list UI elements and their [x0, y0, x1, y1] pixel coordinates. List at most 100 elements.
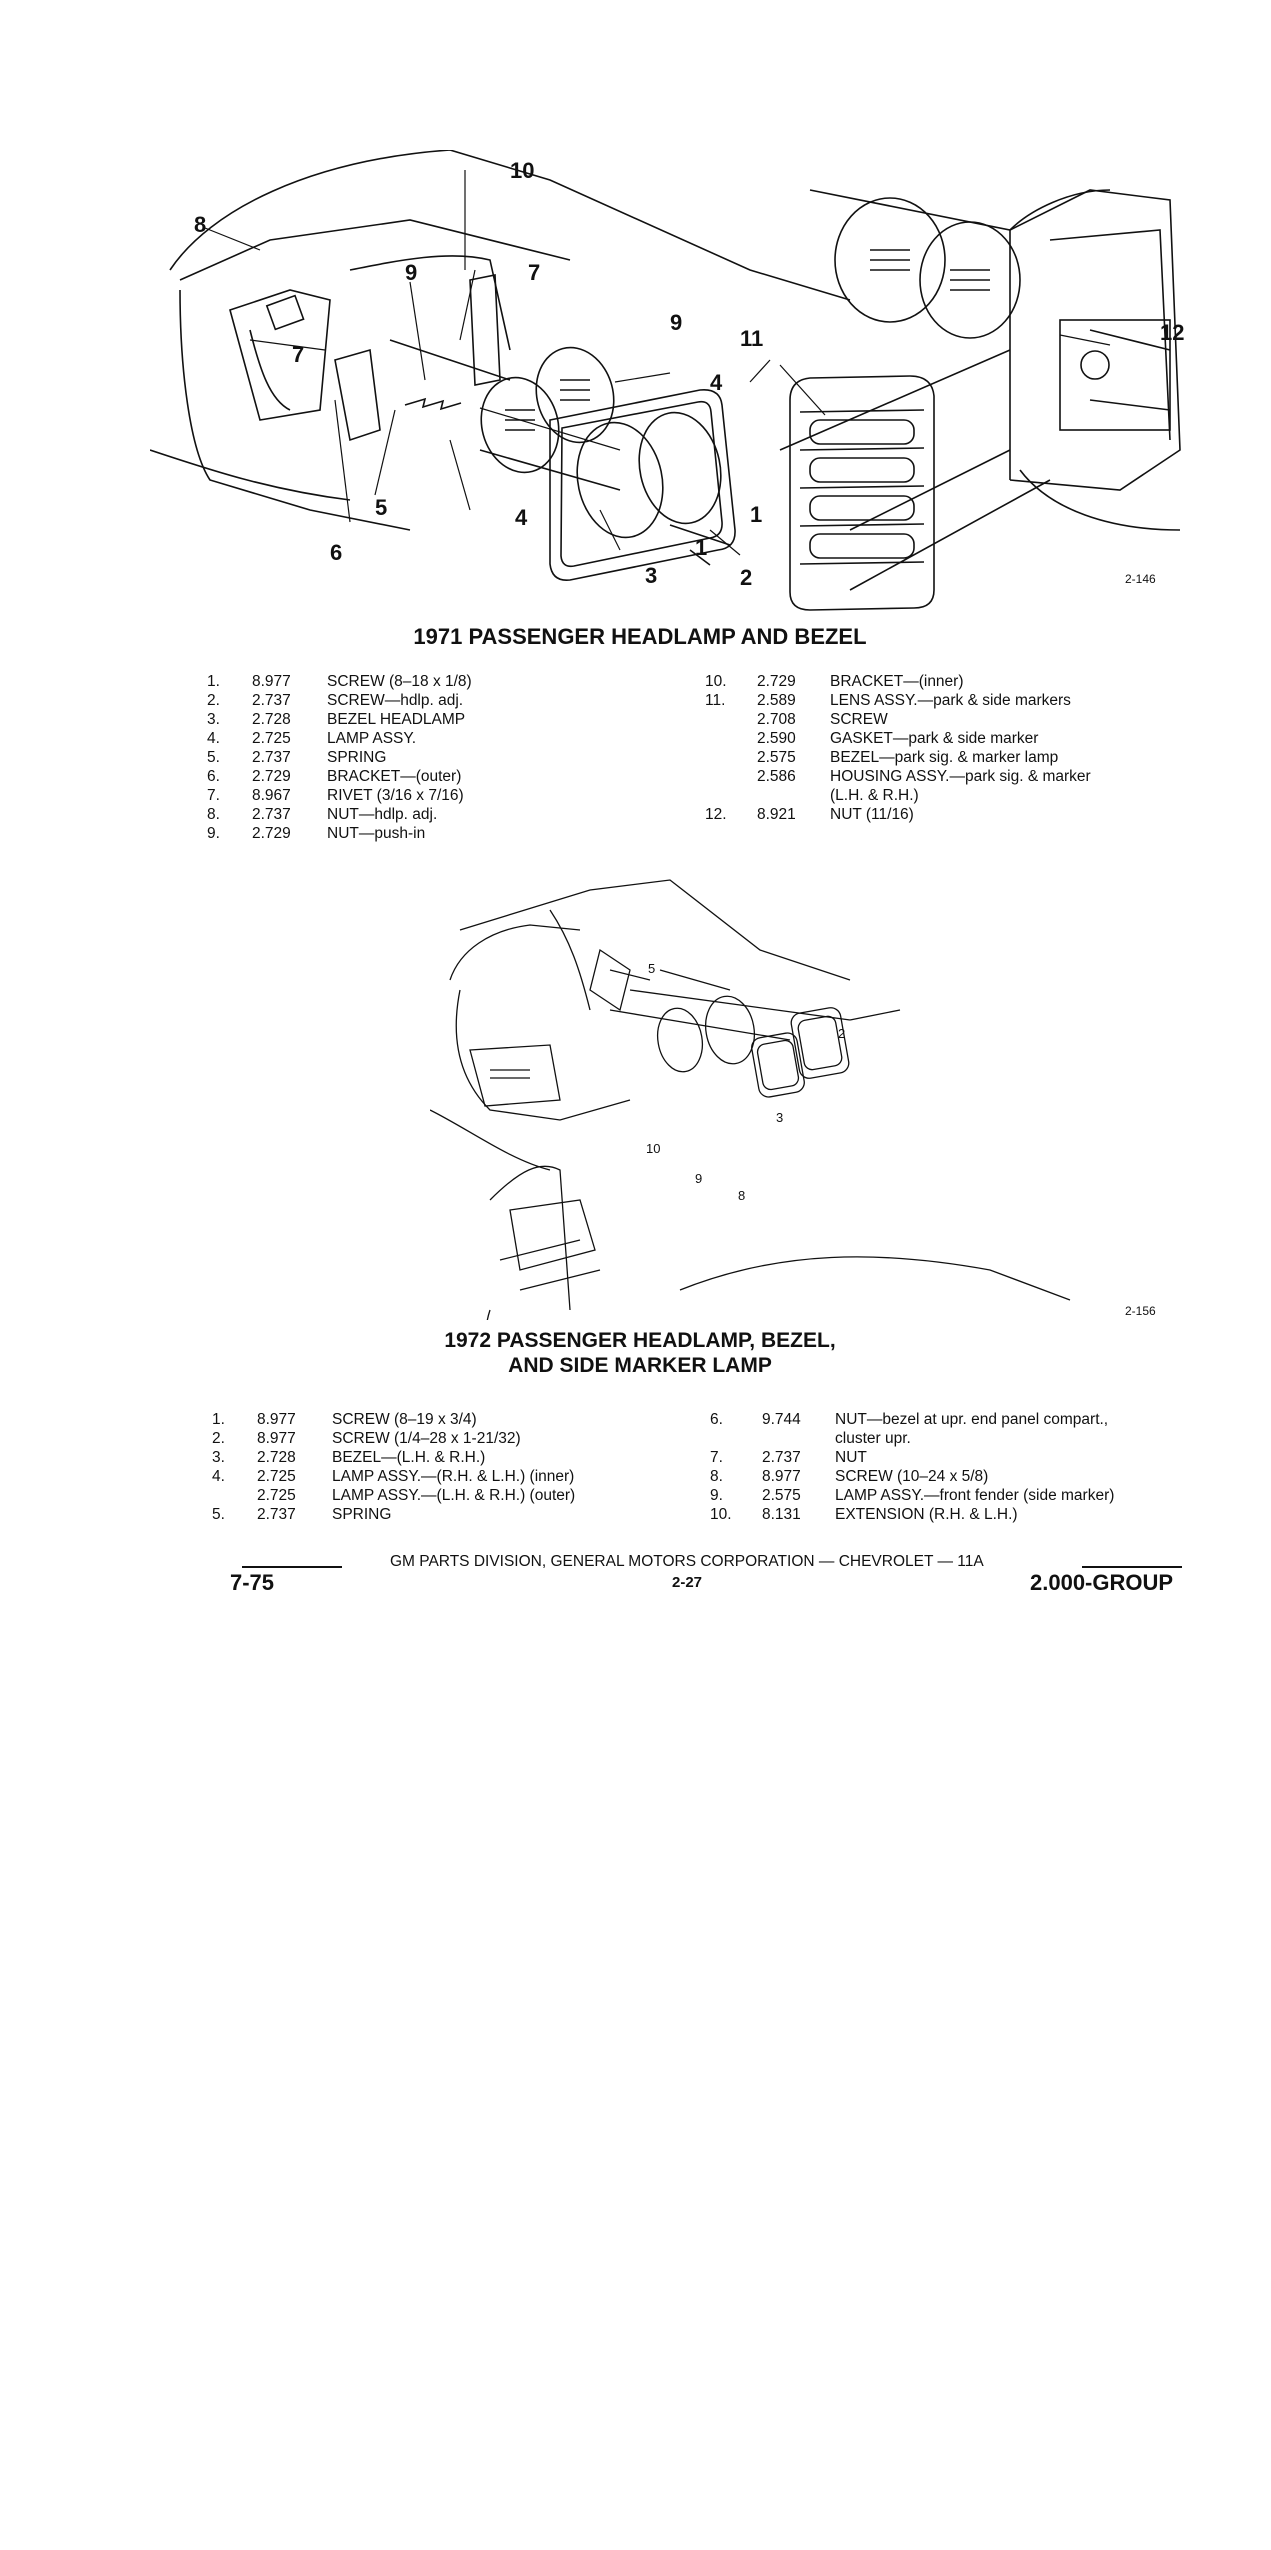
parts-desc: EXTENSION (R.H. & L.H.) — [835, 1506, 1018, 1523]
parts-code: 9.744 — [762, 1411, 801, 1428]
diagram-ref-2-146: 2-146 — [1125, 572, 1156, 586]
parts-num: 9. — [710, 1487, 723, 1504]
parts-row: 12. 8.921 NUT (11/16) — [705, 805, 1205, 824]
parts-desc: LAMP ASSY.—(L.H. & R.H.) (outer) — [332, 1487, 576, 1504]
parts-num: 10. — [705, 673, 727, 690]
parts-code: 2.729 — [252, 768, 291, 785]
parts-num: 12. — [705, 806, 727, 823]
footer-date-code: 7-75 — [230, 1570, 275, 1595]
diagram-1971-headlamp-bezel: 10 8 7 9 9 11 12 7 4 4 1 2 3 5 6 1 — [150, 150, 1184, 611]
callout-2-10: 10 — [646, 1141, 660, 1156]
callout-9: 9 — [405, 260, 417, 285]
parts-desc: BEZEL HEADLAMP — [327, 711, 466, 728]
parts-num: 5. — [212, 1506, 225, 1523]
parts-row: 1. 8.977 SCREW (8–19 x 3/4) — [212, 1410, 692, 1429]
callout-8: 8 — [194, 212, 206, 237]
parts-row: 8. 2.737 NUT—hdlp. adj. — [207, 805, 687, 824]
parts-desc: BRACKET—(inner) — [830, 673, 964, 690]
parts-num: 9. — [207, 825, 220, 842]
callout-1: 1 — [695, 535, 707, 560]
footer-publisher: GM PARTS DIVISION, GENERAL MOTORS CORPOR… — [390, 1553, 984, 1570]
parts-desc: BEZEL—park sig. & marker lamp — [830, 749, 1059, 766]
parts-desc: LENS ASSY.—park & side markers — [830, 692, 1071, 709]
parts-code: 2.725 — [257, 1487, 296, 1504]
parts-desc: SCREW — [830, 711, 888, 728]
parts-code: 2.737 — [252, 806, 291, 823]
parts-code: 2.708 — [757, 711, 796, 728]
parts-desc: BEZEL—(L.H. & R.H.) — [332, 1449, 486, 1466]
section-title-1972-line2: AND SIDE MARKER LAMP — [508, 1354, 772, 1377]
parts-row: cluster upr. — [710, 1429, 1210, 1448]
parts-code: 8.921 — [757, 806, 796, 823]
callout-4b: 4 — [515, 505, 528, 530]
parts-num: 11. — [705, 692, 726, 709]
parts-num: 1. — [212, 1411, 225, 1428]
parts-row: 5. 2.737 SPRING — [212, 1505, 692, 1524]
footer-group: 2.000-GROUP — [1030, 1570, 1174, 1595]
parts-code: 2.575 — [762, 1487, 801, 1504]
parts-desc: NUT—push-in — [327, 825, 426, 842]
parts-num: 3. — [212, 1449, 225, 1466]
diagram-ref-2-156: 2-156 — [1125, 1304, 1156, 1318]
callout-10: 10 — [510, 158, 534, 183]
parts-desc: SPRING — [327, 749, 387, 766]
footer-rule-left — [242, 1566, 342, 1568]
parts-code: 2.737 — [257, 1506, 296, 1523]
parts-desc: SCREW (8–19 x 3/4) — [332, 1411, 477, 1428]
parts-code: 8.977 — [257, 1411, 296, 1428]
callout-4: 4 — [710, 370, 723, 395]
parts-desc: RIVET (3/16 x 7/16) — [327, 787, 464, 804]
parts-code: 8.131 — [762, 1506, 801, 1523]
parts-num: 1. — [207, 673, 220, 690]
parts-desc: BRACKET—(outer) — [327, 768, 462, 785]
parts-code: 8.967 — [252, 787, 291, 804]
parts-num: 4. — [207, 730, 220, 747]
callout-2-3: 3 — [776, 1110, 783, 1125]
section-title-1972-line1: 1972 PASSENGER HEADLAMP, BEZEL, — [444, 1329, 836, 1352]
callout-12: 12 — [1160, 320, 1184, 345]
parts-num: 10. — [710, 1506, 732, 1523]
parts-desc: SPRING — [332, 1506, 392, 1523]
parts-row: 2.708 SCREW — [705, 710, 1205, 729]
parts-code: 2.737 — [762, 1449, 801, 1466]
parts-desc: HOUSING ASSY.—park sig. & marker — [830, 768, 1091, 785]
parts-code: 2.728 — [252, 711, 291, 728]
parts-row: 10. 8.131 EXTENSION (R.H. & L.H.) — [710, 1505, 1210, 1524]
parts-desc: SCREW—hdlp. adj. — [327, 692, 464, 709]
parts-desc: NUT—hdlp. adj. — [327, 806, 438, 823]
callout-2-9: 9 — [695, 1171, 702, 1186]
parts-row: (L.H. & R.H.) — [705, 786, 1205, 805]
diagram-1972-headlamp-bezel-marker: 10 9 8 5 2 3 — [430, 879, 1071, 1320]
parts-num: 2. — [212, 1430, 225, 1447]
parts-code: 2.589 — [757, 692, 796, 709]
parts-num: 7. — [207, 787, 220, 804]
parts-desc: GASKET—park & side marker — [830, 730, 1039, 747]
parts-desc: NUT (11/16) — [830, 806, 914, 823]
callout-2: 2 — [740, 565, 752, 590]
parts-desc: SCREW (8–18 x 1/8) — [327, 673, 472, 690]
parts-code: 2.737 — [252, 749, 291, 766]
parts-code: 8.977 — [252, 673, 291, 690]
callout-3: 3 — [645, 563, 657, 588]
parts-desc: NUT—bezel at upr. end panel compart., — [835, 1411, 1109, 1428]
parts-code: 2.737 — [252, 692, 291, 709]
callout-6: 6 — [330, 540, 342, 565]
parts-num: 8. — [207, 806, 220, 823]
parts-desc: LAMP ASSY. — [327, 730, 417, 747]
